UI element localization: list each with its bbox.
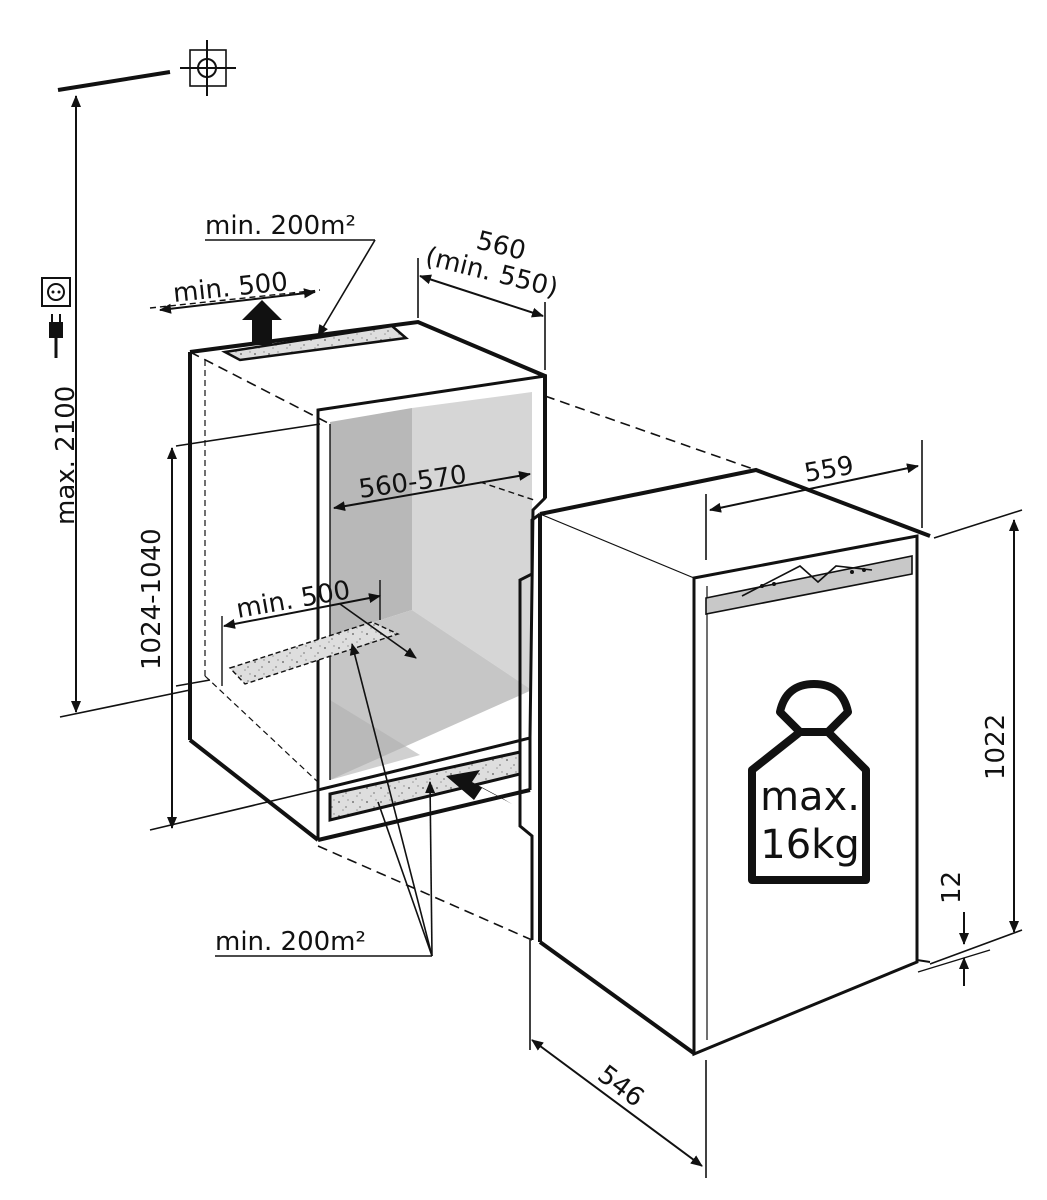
top-vent-depth-dimension [149, 288, 321, 314]
appliance-height-label: 1022 [981, 714, 1011, 780]
appliance-width-label: 559 [802, 451, 856, 489]
niche-cabinet [188, 319, 547, 842]
socket-icon [41, 277, 71, 307]
air-flow-arrow-icon [242, 300, 282, 345]
appliance-width-dimension [705, 440, 923, 560]
projection-lines [189, 351, 757, 941]
appliance-body [518, 467, 931, 1057]
weight-value-text: 16kg [760, 822, 859, 868]
bottom-vent-area-label: min. 200m² [215, 927, 366, 957]
niche-height-label: 1024-1040 [137, 528, 167, 670]
niche-depth-dimension [417, 258, 546, 370]
appliance-gap-dimension [917, 912, 991, 986]
weight-max-text: max. [760, 774, 860, 820]
appliance-gap-label: 12 [937, 871, 967, 904]
bottom-vent-area-leader [215, 643, 436, 957]
outlet-symbol-icon [180, 40, 236, 96]
plug-icon [49, 314, 63, 358]
top-vent-slot [221, 324, 409, 362]
bottom-vent-depth-dimension [221, 580, 417, 686]
weight-icon [748, 680, 870, 884]
max-height-label: max. 2100 [51, 386, 81, 525]
wall-line [57, 70, 171, 92]
air-flow-arrow-icon [446, 770, 512, 804]
top-vent-area-leader [205, 239, 376, 337]
top-vent-depth-label: min. 500 [172, 267, 290, 309]
appliance-height-dimension [929, 509, 1023, 965]
control-panel [705, 555, 913, 615]
bottom-vent-slot [228, 621, 400, 685]
top-vent-area-label: min. 200m² [205, 211, 356, 241]
niche-width-dimension [175, 423, 535, 512]
niche-height-dimension [149, 447, 319, 831]
appliance-depth-dimension [529, 940, 707, 1178]
